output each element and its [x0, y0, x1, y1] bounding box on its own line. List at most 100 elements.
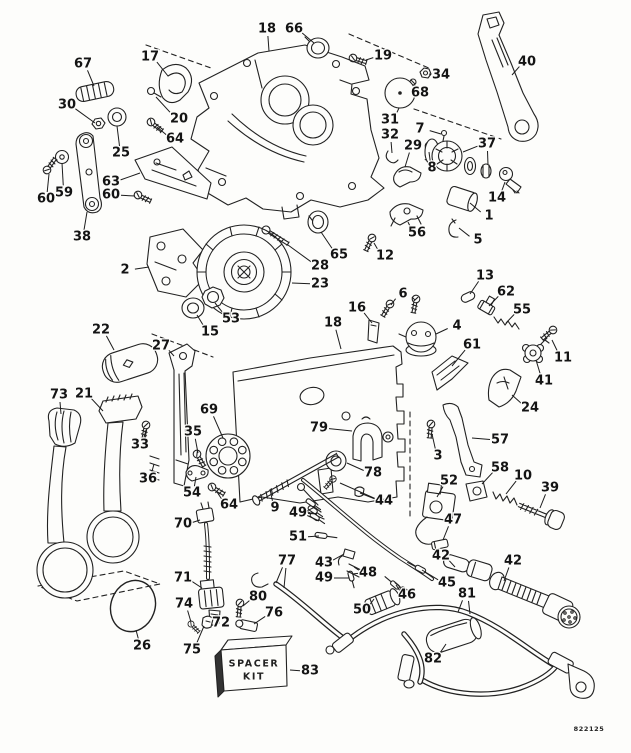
leader-line-16: [363, 312, 373, 324]
shim-61: [431, 355, 469, 391]
leader-line-10: [505, 480, 517, 495]
leader-line-78: [346, 462, 364, 471]
leader-line-71: [191, 580, 203, 589]
leader-line-28: [287, 244, 312, 263]
callout-58: 58: [491, 461, 509, 476]
screw-39: [517, 502, 565, 530]
callout-18: 18: [258, 22, 276, 37]
throttle-lever-73: [36, 407, 94, 599]
callout-21: 21: [75, 387, 93, 402]
callout-24: 24: [521, 401, 539, 416]
callout-6: 6: [398, 287, 407, 302]
callout-35: 35: [184, 425, 202, 440]
leader-line-11: [551, 339, 559, 353]
screw-12: [362, 232, 378, 253]
leader-line-57: [471, 437, 491, 440]
callout-18: 18: [324, 316, 342, 331]
callout-59: 59: [55, 186, 73, 201]
callout-42: 42: [504, 554, 522, 569]
leader-line-40: [511, 66, 520, 76]
leader-line-48: [351, 572, 359, 575]
leader-line-44: [359, 492, 375, 500]
callout-62: 62: [497, 285, 515, 300]
leader-line-64: [156, 126, 168, 136]
callout-73: 73: [50, 388, 68, 403]
wire-70-71: [203, 522, 212, 580]
plug-71: [197, 579, 225, 610]
leader-line-24: [511, 394, 523, 405]
callout-33: 33: [131, 438, 149, 453]
callout-57: 57: [491, 433, 509, 448]
callout-61: 61: [463, 338, 481, 353]
callout-69: 69: [200, 403, 218, 418]
sleeve-82: [425, 617, 482, 654]
leader-line-39: [539, 494, 546, 509]
leader-line-4: [435, 328, 448, 335]
wiring-harness: [296, 473, 434, 596]
leader-line-6: [390, 298, 397, 306]
callout-80: 80: [249, 590, 267, 605]
callout-60: 60: [102, 188, 120, 203]
callout-7: 7: [415, 122, 424, 137]
leader-line-21: [91, 398, 104, 412]
callout-39: 39: [541, 481, 559, 496]
clip-5: [448, 218, 459, 238]
leader-line-7: [429, 130, 442, 135]
callout-82: 82: [424, 652, 442, 667]
leader-line-76: [253, 615, 266, 625]
clamp-54: [185, 465, 209, 482]
screw-80: [234, 598, 245, 618]
callout-22: 22: [92, 323, 110, 338]
cam-4: [398, 321, 437, 357]
callout-20: 20: [170, 112, 188, 127]
bolt-28: [261, 225, 290, 247]
callout-17: 17: [141, 50, 159, 65]
key-14: [498, 166, 522, 194]
bracket-29: [393, 166, 422, 188]
leader-line-70: [192, 519, 201, 523]
callout-76: 76: [265, 606, 283, 621]
leader-line-19: [365, 57, 374, 61]
callout-41: 41: [535, 374, 553, 389]
leader-line-56: [407, 221, 412, 228]
leader-line-65: [320, 231, 334, 250]
washer-59: [54, 149, 70, 165]
bushing-25: [107, 107, 127, 127]
leader-line-52: [436, 486, 444, 498]
leader-line-55: [505, 314, 515, 324]
leader-line-35: [194, 438, 199, 454]
leader-line-14: [501, 181, 506, 192]
callout-46: 46: [398, 588, 416, 603]
callout-8: 8: [427, 161, 436, 176]
ignition-switch-37: [424, 138, 492, 179]
callout-38: 38: [73, 230, 91, 245]
leader-line-44: [339, 482, 375, 499]
callout-1: 1: [484, 209, 493, 224]
leader-line-47: [442, 526, 449, 541]
callout-4: 4: [452, 319, 461, 334]
o-ring-26: [109, 579, 157, 633]
nut-30: [91, 117, 106, 130]
callout-51: 51: [289, 530, 307, 545]
callout-48: 48: [359, 566, 377, 581]
link-57: [442, 402, 483, 478]
leader-line-43: [332, 553, 345, 561]
callout-64: 64: [166, 132, 184, 147]
callout-2: 2: [120, 263, 129, 278]
leader-line-6: [411, 296, 416, 301]
leader-line-15: [196, 314, 205, 327]
callout-50: 50: [353, 603, 371, 618]
nut-34: [419, 67, 432, 79]
clip-16: [367, 319, 380, 344]
leader-line-53: [214, 302, 225, 315]
leader-line-49: [307, 515, 320, 522]
leader-line-67: [87, 70, 95, 87]
callout-56: 56: [408, 226, 426, 241]
retainer-53: [201, 286, 225, 309]
screw-60a: [41, 155, 59, 176]
leader-line-31: [395, 107, 400, 115]
upper-housing: [190, 44, 385, 220]
terminal-47: [431, 538, 449, 551]
